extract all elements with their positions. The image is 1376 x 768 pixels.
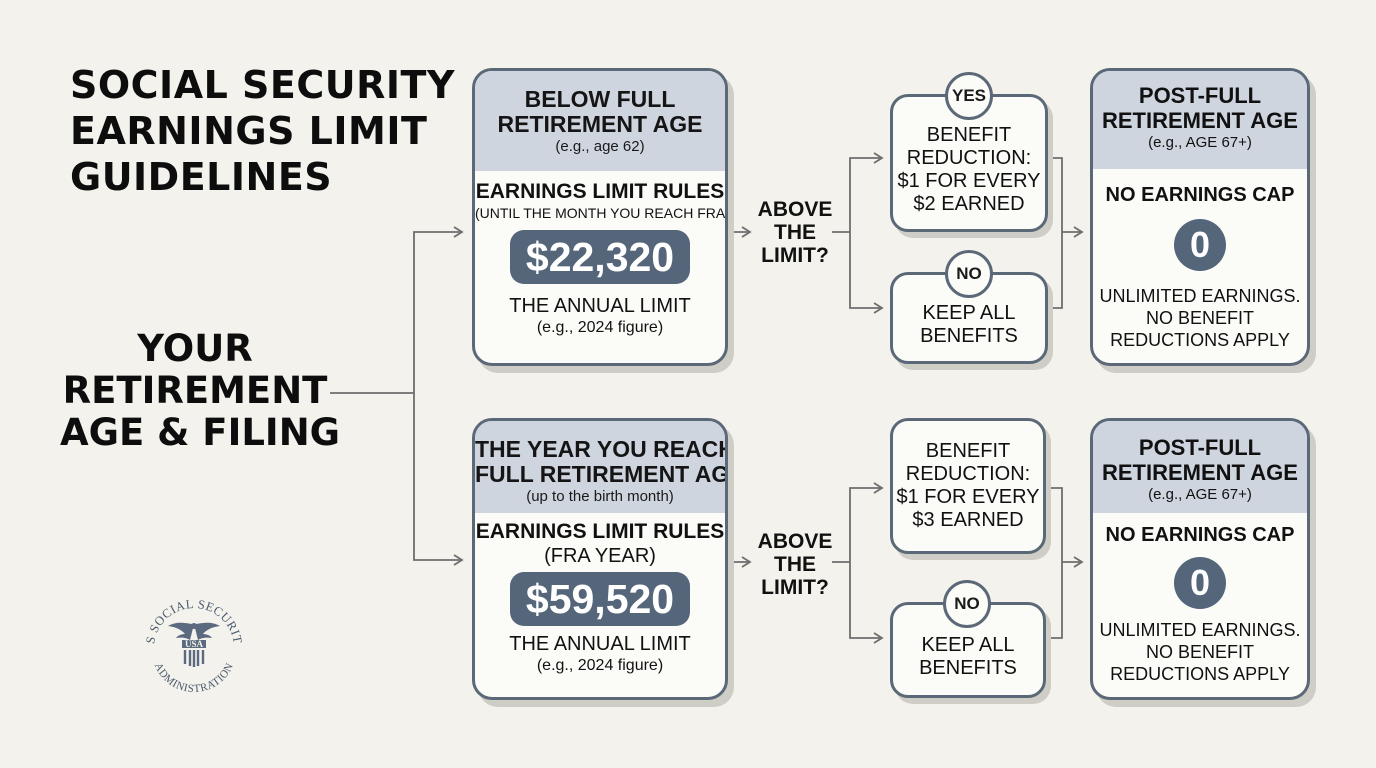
bottom-question-line-2: THE: [774, 553, 816, 576]
bottom-age-card-title-1: THE YEAR YOU REACH: [475, 436, 728, 462]
top-no-line-2: BENEFITS: [920, 325, 1018, 347]
page-title: SOCIAL SECURITY EARNINGS LIMIT GUIDELINE…: [70, 62, 470, 200]
bottom-result-zero-badge: 0: [1174, 557, 1226, 609]
top-yes-line-3: $1 FOR EVERY: [897, 170, 1041, 192]
root-branch-bottom: [413, 393, 464, 566]
page-title-line-2: EARNINGS LIMIT: [70, 109, 428, 153]
top-result-subtitle: (e.g., AGE 67+): [1148, 134, 1252, 151]
root-branch-top: [413, 226, 464, 393]
bottom-age-card: THE YEAR YOU REACH FULL RETIREMENT AGE (…: [472, 418, 728, 700]
top-age-card-title-1: BELOW FULL: [524, 86, 676, 112]
top-rules-title: EARNINGS LIMIT RULES: [475, 180, 725, 203]
top-result-desc-2: NO BENEFIT: [1145, 308, 1254, 328]
bottom-age-card-subtitle: (up to the birth month): [526, 488, 674, 505]
top-question-line-1: ABOVE: [757, 198, 833, 221]
svg-text:US SOCIAL SECURITY: US SOCIAL SECURITY: [138, 590, 245, 645]
top-result-cap: NO EARNINGS CAP: [1105, 184, 1295, 206]
bottom-age-card-body: EARNINGS LIMIT RULES (FRA YEAR) $59,520 …: [475, 513, 725, 676]
bottom-split-no: [849, 562, 884, 644]
bottom-result-desc-2: NO BENEFIT: [1145, 642, 1254, 662]
top-merge: [1050, 157, 1063, 309]
top-age-card-header: BELOW FULL RETIREMENT AGE (e.g., age 62): [475, 71, 725, 171]
bottom-age-card-title-2: FULL RETIREMENT AGE: [475, 461, 728, 487]
top-question: ABOVE THE LIMIT?: [745, 198, 845, 267]
top-no-outcome: KEEP ALL BENEFITS: [890, 272, 1048, 364]
top-result-card: POST-FULL RETIREMENT AGE (e.g., AGE 67+)…: [1090, 68, 1310, 366]
bottom-question: ABOVE THE LIMIT?: [745, 530, 845, 599]
ssa-seal-logo: US SOCIAL SECURITY ADMINISTRATION USA: [138, 590, 245, 695]
top-question-line-2: THE: [774, 221, 816, 244]
top-limit-label: THE ANNUAL LIMIT: [509, 295, 691, 317]
bottom-yes-line-4: $3 EARNED: [912, 509, 1024, 531]
root-node-line-1: YOUR: [137, 327, 253, 370]
top-result-header: POST-FULL RETIREMENT AGE (e.g., AGE 67+): [1093, 71, 1307, 169]
bottom-question-line-1: ABOVE: [757, 530, 833, 553]
top-age-card-body: EARNINGS LIMIT RULES (UNTIL THE MONTH YO…: [475, 171, 725, 338]
top-result-desc-3: REDUCTIONS APPLY: [1110, 330, 1290, 350]
seal-shield-top: [182, 640, 206, 648]
bottom-rules-subtitle: (FRA YEAR): [544, 545, 656, 567]
eagle-icon: [168, 622, 220, 640]
bottom-result-subtitle: (e.g., AGE 67+): [1148, 486, 1252, 503]
top-rules-subtitle: (UNTIL THE MONTH YOU REACH FRA): [475, 205, 728, 221]
root-node: YOUR RETIREMENT AGE & FILING: [60, 327, 341, 454]
bottom-limit-label: THE ANNUAL LIMIT: [509, 633, 691, 655]
bottom-question-line-3: LIMIT?: [761, 576, 829, 599]
bottom-yes-line-3: $1 FOR EVERY: [896, 486, 1040, 508]
page-title-line-3: GUIDELINES: [70, 155, 333, 199]
top-result-description: UNLIMITED EARNINGS. NO BENEFIT REDUCTION…: [1093, 285, 1307, 351]
top-limit-amount: $22,320: [509, 230, 691, 284]
root-node-line-2: RETIREMENT: [62, 369, 328, 412]
top-age-card: BELOW FULL RETIREMENT AGE (e.g., age 62)…: [472, 68, 728, 366]
bottom-rules-title: EARNINGS LIMIT RULES: [475, 520, 725, 543]
bottom-yes-outcome: BENEFIT REDUCTION: $1 FOR EVERY $3 EARNE…: [890, 418, 1046, 554]
top-no-line-1: KEEP ALL: [922, 302, 1016, 324]
top-yes-line-2: REDUCTION:: [906, 147, 1032, 169]
bottom-result-title-1: POST-FULL: [1138, 435, 1262, 460]
bottom-result-description: UNLIMITED EARNINGS. NO BENEFIT REDUCTION…: [1093, 619, 1307, 685]
bottom-result-cap: NO EARNINGS CAP: [1105, 524, 1295, 546]
top-yes-line-1: BENEFIT: [926, 124, 1012, 146]
top-split-no: [849, 232, 884, 314]
top-result-title-2: RETIREMENT AGE: [1102, 108, 1298, 133]
seal-shield-stripes: [183, 650, 205, 667]
bottom-limit-amount: $59,520: [509, 572, 691, 626]
top-yes-badge: YES: [945, 72, 993, 120]
top-result-zero-badge: 0: [1174, 219, 1226, 271]
bottom-merge: [1050, 487, 1063, 639]
bottom-no-line-2: BENEFITS: [919, 657, 1017, 679]
bottom-no-line-1: KEEP ALL: [921, 634, 1015, 656]
page-title-line-1: SOCIAL SECURITY: [70, 63, 455, 107]
top-limit-note: (e.g., 2024 figure): [536, 319, 664, 336]
top-age-card-title-2: RETIREMENT AGE: [497, 111, 703, 137]
root-node-line-3: AGE & FILING: [60, 411, 341, 454]
top-yes-line-4: $2 EARNED: [913, 193, 1025, 215]
top-age-card-subtitle: (e.g., age 62): [555, 138, 645, 155]
bottom-result-header: POST-FULL RETIREMENT AGE (e.g., AGE 67+): [1093, 421, 1307, 513]
bottom-yes-line-2: REDUCTION:: [905, 463, 1031, 485]
bottom-split-yes: [849, 482, 884, 562]
top-result-title-1: POST-FULL: [1138, 83, 1262, 108]
bottom-result-title-2: RETIREMENT AGE: [1102, 460, 1298, 485]
bottom-age-card-header: THE YEAR YOU REACH FULL RETIREMENT AGE (…: [475, 421, 725, 513]
bottom-yes-line-1: BENEFIT: [925, 440, 1011, 462]
bottom-no-badge: NO: [943, 580, 991, 628]
top-result-desc-1: UNLIMITED EARNINGS.: [1099, 286, 1301, 306]
top-split-yes: [849, 152, 884, 232]
bottom-result-desc-1: UNLIMITED EARNINGS.: [1099, 620, 1301, 640]
seal-top-text: US SOCIAL SECURITY: [138, 590, 244, 645]
bottom-limit-note: (e.g., 2024 figure): [536, 657, 664, 674]
seal-center-text: USA: [185, 639, 204, 649]
bottom-result-desc-3: REDUCTIONS APPLY: [1110, 664, 1290, 684]
top-no-badge: NO: [945, 250, 993, 298]
top-question-line-3: LIMIT?: [761, 244, 829, 267]
bottom-result-card: POST-FULL RETIREMENT AGE (e.g., AGE 67+)…: [1090, 418, 1310, 700]
